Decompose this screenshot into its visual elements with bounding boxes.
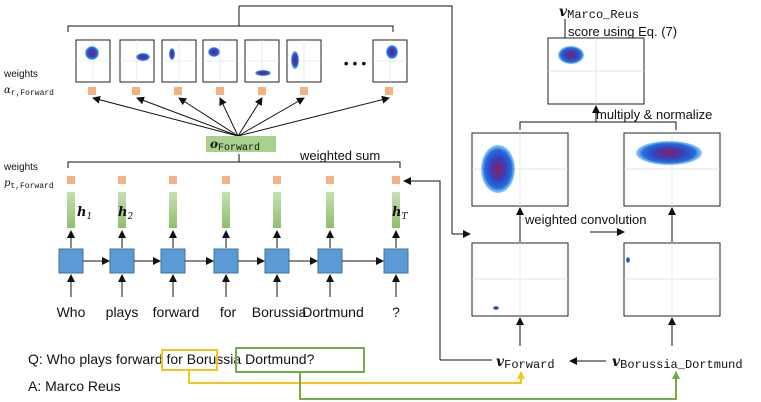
bd-link-arrow: [299, 371, 680, 400]
p-weight-squares: [67, 176, 400, 184]
small-plot: [161, 39, 197, 83]
forward-conv-plot: [471, 132, 569, 207]
v-marco-reus-label: vMarco_Reus: [559, 4, 639, 22]
o-forward-box: [206, 136, 276, 152]
multiply-label: multiply & normalize: [596, 107, 712, 122]
conv-label: weighted convolution: [524, 212, 646, 227]
result-plot: [547, 37, 645, 105]
p-symbol: pt,Forward: [4, 178, 54, 191]
connector-to-right: [239, 5, 453, 234]
word-token: ?: [392, 304, 400, 320]
small-plot: [244, 39, 280, 83]
word-token: Dortmund: [302, 304, 363, 320]
lstm-up-arrows: [67, 230, 400, 248]
h2-label: h2: [118, 205, 133, 222]
weighted-sum-label: weighted sum: [299, 148, 380, 163]
word-token: plays: [106, 304, 139, 320]
bd-input-plot: [623, 242, 721, 317]
input-arrows: [67, 274, 400, 297]
v-bd-label: vBorussia_Dortmund: [612, 354, 743, 372]
middle-brace: [67, 161, 401, 168]
alpha-weight-squares: [88, 87, 393, 95]
hidden-state-bars: [67, 192, 400, 228]
top-brace: [67, 25, 394, 32]
small-plot: [286, 39, 322, 83]
small-plot: [202, 39, 238, 83]
h1-label: h1: [77, 205, 92, 222]
word-token: for: [220, 304, 237, 320]
fan-arrows: [92, 95, 390, 137]
alpha-symbol: αr,Forward: [4, 85, 54, 98]
o-forward-label: oForward: [210, 137, 260, 154]
answer-text: A: Marco Reus: [28, 378, 121, 394]
small-plot: [372, 39, 408, 83]
multiply-brace: [519, 121, 677, 130]
forward-input-plot: [471, 242, 569, 317]
weights-label-alpha: weights: [3, 69, 38, 80]
hT-label: hT: [392, 205, 408, 222]
weights-label-p: weights: [3, 162, 38, 173]
v-forward-to-p-arrow: [403, 177, 441, 360]
small-plot: [119, 39, 155, 83]
word-token: Who: [57, 304, 86, 320]
small-plot: [75, 39, 111, 83]
forward-link-arrow: [188, 370, 525, 384]
word-token: forward: [153, 304, 200, 320]
v-forward-label: vForward: [496, 354, 555, 372]
question-text: Q: Who plays forward for Borussia Dortmu…: [28, 351, 315, 367]
word-token: Borussia: [252, 304, 307, 320]
bd-conv-plot: [623, 132, 721, 207]
ellipsis: • • •: [344, 55, 367, 71]
score-label: score using Eq. (7): [568, 24, 677, 39]
